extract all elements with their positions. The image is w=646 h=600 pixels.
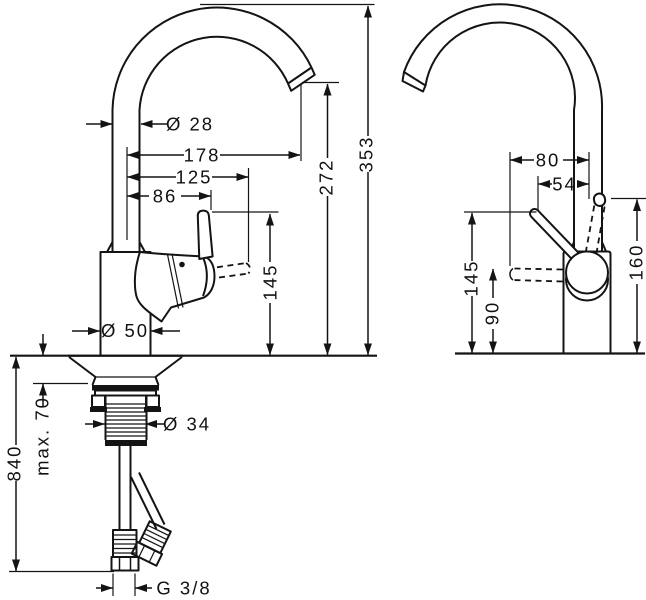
cartridge-seam-2 — [171, 253, 184, 308]
shank-end-band — [105, 440, 147, 446]
lever-swing-dashed-2 — [218, 272, 249, 279]
lever-up-dashed — [585, 192, 607, 254]
dim-hose-length: 840 — [3, 445, 24, 482]
lever-swing-cap — [245, 262, 251, 274]
lever-front — [196, 209, 214, 260]
aerator-band-side — [403, 71, 427, 87]
lever-horizontal-dashed — [509, 267, 563, 283]
dim-lever-low-height: 90 — [481, 301, 502, 326]
spout-outline-side — [401, 3, 604, 251]
lug-foot-right — [144, 407, 161, 412]
dim-lever-height-front: 145 — [259, 264, 280, 301]
dim-lever-swing: 80 — [536, 149, 561, 170]
front-dimensions: Ø 28 178 125 86 272 353 145 Ø 50 — [3, 5, 376, 598]
set-screw-dot — [179, 261, 185, 268]
pipe-flare-right — [138, 241, 146, 253]
hex-nut — [110, 556, 140, 572]
lug-foot-left — [90, 407, 107, 412]
spout-outline — [111, 6, 316, 252]
front-view: Ø 28 178 125 86 272 353 145 Ø 50 — [3, 3, 377, 598]
hex-nut-flats — [118, 557, 132, 571]
lever-up-cap — [592, 192, 607, 207]
clamp-lug-right — [145, 394, 160, 408]
shank-outline — [104, 394, 148, 440]
pivot-ball — [565, 250, 609, 295]
side-dimensions: 80 54 145 90 160 — [460, 149, 646, 354]
dim-mounting-thickness: max. 70 — [31, 396, 52, 476]
plate-slant-left — [68, 356, 97, 386]
side-view: 80 54 145 90 160 — [401, 3, 646, 355]
plate-slant-right — [154, 356, 183, 386]
dim-body-diameter: Ø 50 — [101, 320, 149, 341]
hose-vertical — [118, 446, 132, 530]
mounting-hardware — [68, 354, 183, 446]
dim-lever-reach: 86 — [153, 185, 178, 206]
pipe-flare-right-side — [601, 241, 607, 252]
cartridge-seam — [166, 254, 180, 309]
dim-shank-diameter: Ø 34 — [163, 413, 211, 434]
shank-threads — [105, 403, 147, 437]
pipe-flare-left — [106, 241, 114, 253]
dim-swivel-reach: 125 — [176, 166, 213, 187]
dim-spout-reach: 178 — [184, 144, 221, 165]
clamp-lug-left — [91, 394, 106, 408]
dim-overall-height: 353 — [355, 136, 376, 173]
lever-horizontal-cap — [509, 267, 514, 281]
cartridge-end-band — [202, 258, 208, 297]
spout-side — [401, 3, 607, 252]
gasket-band — [92, 385, 159, 391]
dim-lever-height-side: 145 — [460, 260, 481, 297]
cartridge-front — [133, 209, 251, 323]
dim-connection-thread: G 3/8 — [156, 577, 211, 598]
front-extension-lines — [33, 3, 375, 596]
dim-lever-up-height: 160 — [625, 244, 646, 281]
aerator-band — [287, 66, 313, 85]
dim-spout-diameter: Ø 28 — [166, 113, 214, 134]
handle-side — [509, 192, 609, 302]
dim-outlet-height: 272 — [315, 159, 336, 196]
dim-lever-offset: 54 — [552, 173, 577, 194]
spout-front — [106, 6, 316, 253]
cartridge-housing — [133, 251, 216, 323]
angled-fitting — [130, 520, 172, 567]
hose-angled — [130, 472, 166, 530]
supply-hoses — [9, 446, 172, 573]
lever-swing-dashed — [216, 262, 247, 269]
